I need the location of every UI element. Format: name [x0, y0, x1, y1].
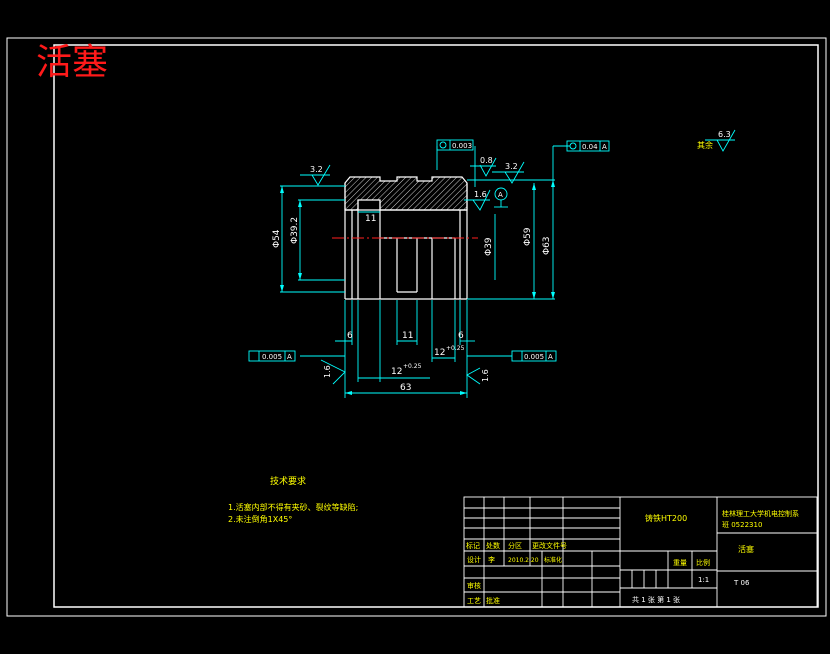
- tb-header-doc: 更改文件号: [532, 541, 567, 550]
- tb-class: 班 0522310: [722, 520, 762, 529]
- dim-right-6: 6: [458, 331, 464, 341]
- tb-material: 铸铁HT200: [645, 513, 687, 523]
- technical-requirements: 技术要求 1.活塞内部不得有夹砂、裂纹等缺陷; 2.未注倒角1X45°: [228, 475, 358, 524]
- title-block-grid: [463, 496, 818, 608]
- tb-part-name: 活塞: [738, 544, 754, 554]
- dim-groove-12-tol: +0.25: [403, 363, 422, 370]
- tb-review: 审核: [467, 581, 481, 590]
- tb-craft: 工艺: [467, 597, 481, 605]
- roughness-2: 0.8: [480, 156, 493, 165]
- dim-top-11: 11: [365, 214, 376, 224]
- tol-left-datum: A: [287, 353, 292, 361]
- tb-date: 2010.2.20: [508, 557, 539, 564]
- dimension-lines: [280, 129, 736, 398]
- tb-header-mark: 标记: [466, 541, 480, 550]
- tech-req-item-1: 1.活塞内部不得有夹砂、裂纹等缺陷;: [228, 502, 358, 512]
- tb-header-count: 处数: [486, 541, 500, 550]
- piston-section-view: [344, 176, 468, 300]
- tech-req-item-2: 2.未注倒角1X45°: [228, 514, 292, 524]
- tolerance-frame-texts: 0.003 0.04 A 0.005 A 0.005 A: [262, 142, 607, 361]
- tb-standard: 标准化: [544, 556, 562, 564]
- inner-frame: [53, 44, 819, 608]
- roughness-3: 3.2: [505, 162, 518, 171]
- tol-top1: 0.003: [452, 142, 472, 150]
- dim-d39: Φ39: [484, 237, 494, 256]
- datum-letter: A: [498, 191, 503, 199]
- tech-req-title: 技术要求: [270, 475, 306, 487]
- dim-groove-12: 12: [391, 367, 402, 377]
- tol-left: 0.005: [262, 353, 282, 361]
- dim-groove-12b: 12: [434, 348, 445, 358]
- drawing-title: 活塞: [36, 42, 108, 83]
- roughness-left: 1.6: [323, 365, 332, 378]
- tol-right-datum: A: [548, 353, 553, 361]
- tb-approve: 批准: [486, 596, 500, 605]
- roughness-rest-label: 其余: [697, 140, 713, 150]
- tb-design: 设计: [467, 555, 481, 564]
- roughness-right: 1.6: [481, 369, 490, 382]
- roughness-1: 3.2: [310, 165, 323, 174]
- tb-scale: 1:1: [698, 576, 709, 584]
- dim-d63: Φ63: [542, 236, 552, 255]
- tolerance-frames: [248, 139, 610, 362]
- tb-header-zone: 分区: [508, 541, 522, 550]
- tol-top2-datum: A: [602, 143, 607, 151]
- tol-top2: 0.04: [582, 143, 598, 151]
- dim-d54: Φ54: [272, 229, 282, 248]
- dim-d59: Φ59: [523, 227, 533, 246]
- roughness-rest-value: 6.3: [718, 130, 731, 139]
- tb-drawing-no: T 06: [733, 579, 750, 587]
- roughness-4: 1.6: [474, 190, 487, 199]
- dim-groove-12b-tol: +0.25: [446, 345, 465, 352]
- title-block-texts: 铸铁HT200 桂林理工大学机电控制系 班 0522310 活塞 标记 处数 分…: [466, 509, 799, 605]
- outer-frame: [6, 37, 827, 617]
- dim-d39-2: Φ39.2: [290, 217, 300, 244]
- tol-right: 0.005: [524, 353, 544, 361]
- dimension-texts: Φ54 Φ39.2 Φ39 Φ59 Φ63 11 6 11 6 12 +0.25…: [272, 130, 731, 393]
- dimension-arrows: [280, 180, 555, 395]
- tb-school: 桂林理工大学机电控制系: [722, 509, 799, 518]
- dim-left-6: 6: [347, 331, 353, 341]
- tb-scale-label: 比例: [696, 558, 710, 567]
- dim-mid-11: 11: [402, 331, 413, 341]
- tb-weight: 重量: [673, 559, 687, 567]
- tb-sheets: 共 1 张 第 1 张: [632, 595, 680, 604]
- dim-overall-63: 63: [400, 383, 411, 393]
- hatched-section: [344, 176, 468, 211]
- tb-designer: 李: [488, 555, 495, 564]
